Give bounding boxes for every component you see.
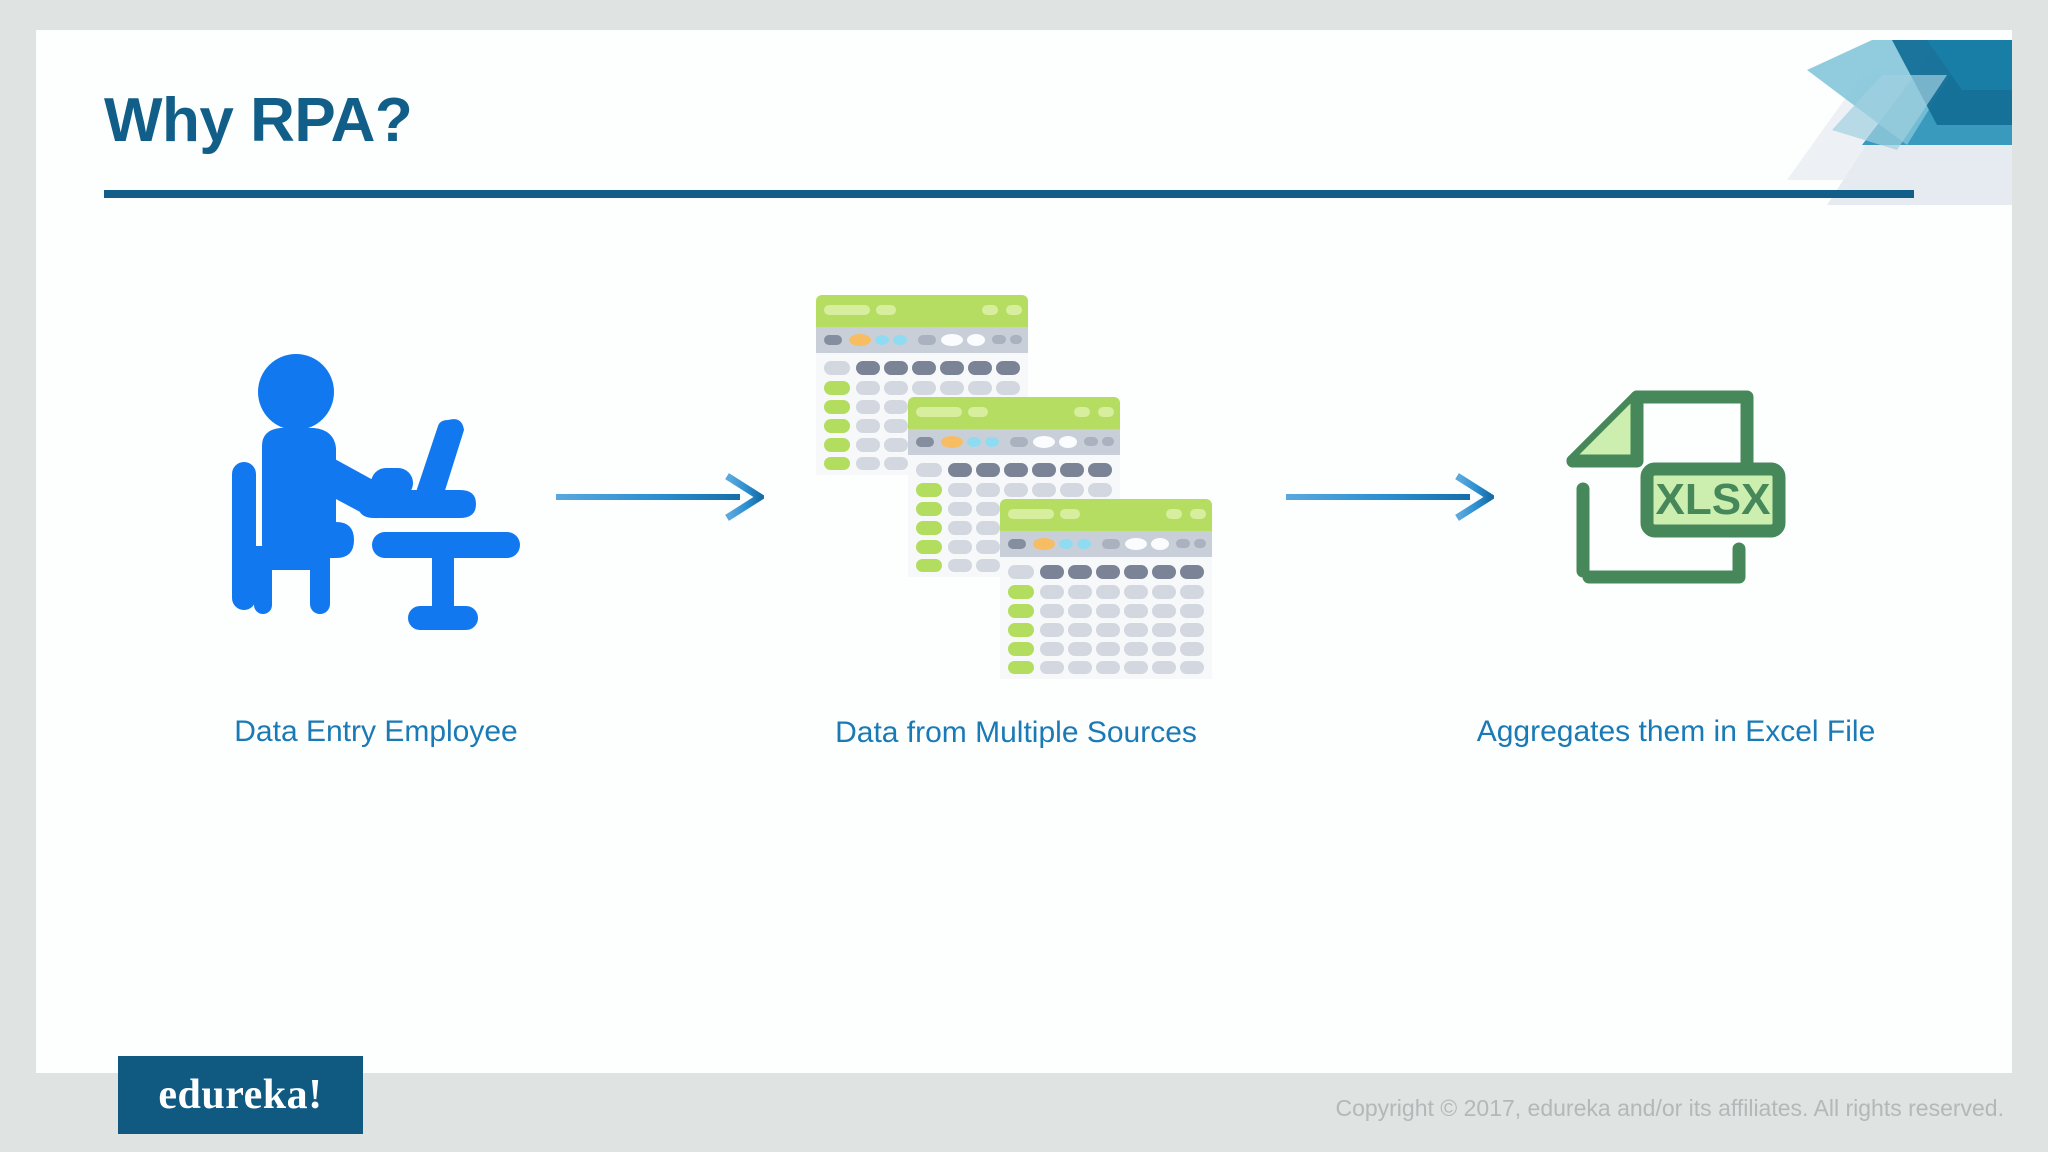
stacked-spreadsheets-icon	[736, 295, 1296, 679]
edureka-logo: edureka!	[118, 1056, 363, 1134]
flow-stage-employee	[136, 330, 616, 660]
copyright-notice: Copyright © 2017, edureka and/or its aff…	[1335, 1095, 2004, 1121]
flow-arrow-2	[1284, 470, 1497, 529]
xlsx-file-icon: XLSX	[1416, 330, 1936, 660]
caption-data-from-multiple-sources: Data from Multiple Sources	[835, 716, 1197, 749]
flow-stage-data-sources	[736, 295, 1296, 679]
edureka-logo-text: edureka!	[158, 1072, 323, 1118]
person-at-desk-icon	[136, 330, 616, 660]
page-title: Why RPA?	[104, 86, 413, 155]
title-underline	[104, 190, 1914, 198]
process-flow-diagram: XLSX Data Entry Employee Data from Multi…	[36, 295, 2012, 850]
caption-data-entry-employee: Data Entry Employee	[234, 715, 518, 748]
diagonal-bands-corner-icon	[1712, 30, 2012, 230]
flow-stage-excel-file: XLSX	[1416, 330, 1936, 660]
flow-arrow-1	[554, 470, 767, 529]
slide-canvas: Why RPA?	[36, 30, 2012, 1073]
xlsx-label: XLSX	[1656, 475, 1771, 524]
caption-aggregates-in-excel-file: Aggregates them in Excel File	[1476, 715, 1876, 748]
